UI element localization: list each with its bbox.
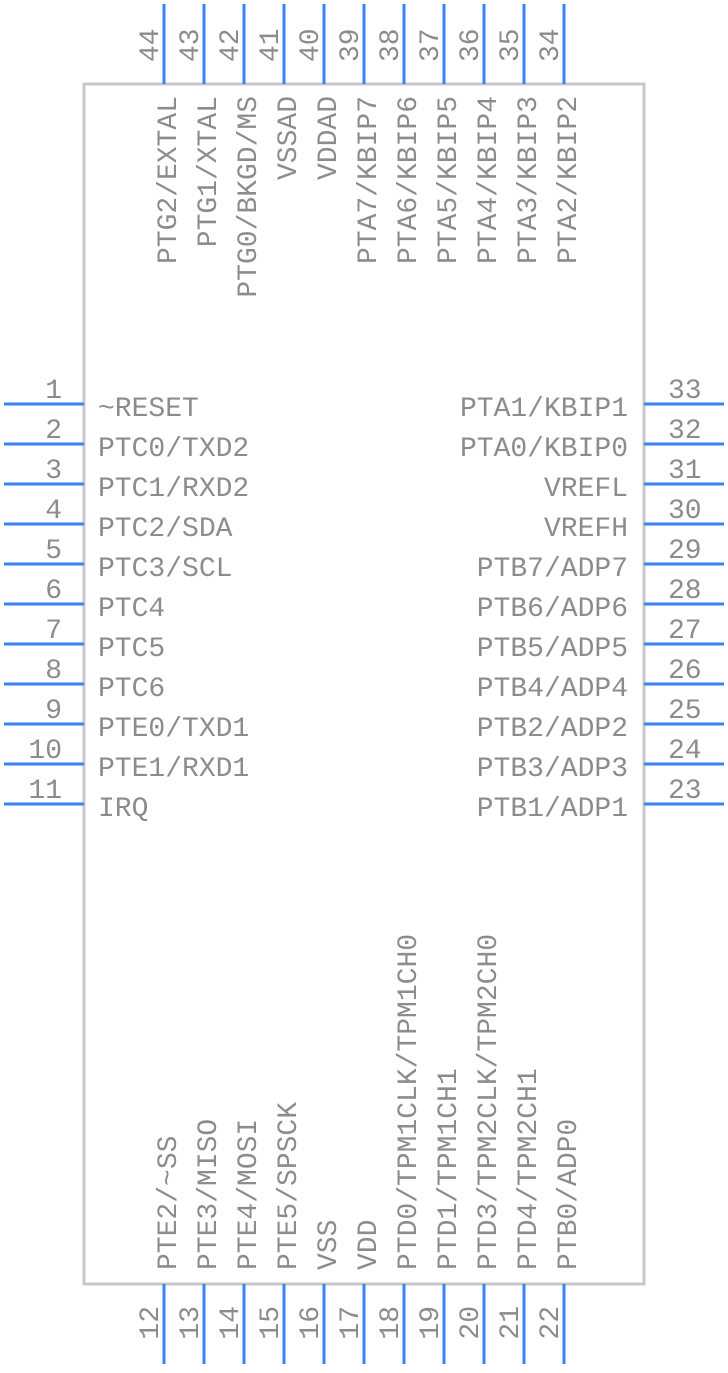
pin-number-6: 6 — [45, 576, 62, 607]
pin-number-10: 10 — [28, 736, 62, 767]
pin-label-19: PTD1/TPM1CH1 — [434, 1068, 465, 1270]
pin-number-29: 29 — [668, 536, 702, 567]
pin-number-37: 37 — [416, 28, 447, 62]
pin-label-25: PTB2/ADP2 — [477, 714, 628, 745]
pin-number-35: 35 — [496, 28, 527, 62]
pin-number-11: 11 — [28, 776, 62, 807]
pin-label-10: PTE1/RXD1 — [98, 754, 249, 785]
pin-label-33: PTA1/KBIP1 — [460, 394, 628, 425]
pin-number-12: 12 — [136, 1306, 167, 1340]
pin-label-40: VDDAD — [314, 96, 345, 180]
pin-number-20: 20 — [456, 1306, 487, 1340]
pin-number-31: 31 — [668, 456, 702, 487]
pin-number-17: 17 — [336, 1306, 367, 1340]
pin-label-1: ~RESET — [98, 394, 199, 425]
pin-number-42: 42 — [216, 28, 247, 62]
pin-number-14: 14 — [216, 1306, 247, 1340]
pin-label-36: PTA4/KBIP4 — [474, 96, 505, 264]
pin-number-4: 4 — [45, 496, 62, 527]
pin-number-34: 34 — [536, 28, 567, 62]
pin-label-21: PTD4/TPM2CH1 — [514, 1068, 545, 1270]
pin-number-23: 23 — [668, 776, 702, 807]
pin-label-24: PTB3/ADP3 — [477, 754, 628, 785]
pin-number-13: 13 — [176, 1306, 207, 1340]
pin-number-19: 19 — [416, 1306, 447, 1340]
pin-label-8: PTC6 — [98, 674, 165, 705]
pin-number-39: 39 — [336, 28, 367, 62]
pin-label-12: PTE2/~SS — [154, 1136, 185, 1270]
pin-label-43: PTG1/XTAL — [194, 96, 225, 247]
pin-label-38: PTA6/KBIP6 — [394, 96, 425, 264]
pin-label-37: PTA5/KBIP5 — [434, 96, 465, 264]
pin-label-15: PTE5/SPSCK — [274, 1102, 305, 1270]
pin-number-27: 27 — [668, 616, 702, 647]
pin-label-44: PTG2/EXTAL — [154, 96, 185, 264]
pin-number-16: 16 — [296, 1306, 327, 1340]
pin-number-7: 7 — [45, 616, 62, 647]
pin-label-34: PTA2/KBIP2 — [554, 96, 585, 264]
pin-number-32: 32 — [668, 416, 702, 447]
pin-number-9: 9 — [45, 696, 62, 727]
pin-label-27: PTB5/ADP5 — [477, 634, 628, 665]
pin-label-7: PTC5 — [98, 634, 165, 665]
pin-number-28: 28 — [668, 576, 702, 607]
pin-label-29: PTB7/ADP7 — [477, 554, 628, 585]
pin-number-41: 41 — [256, 28, 287, 62]
pin-number-38: 38 — [376, 28, 407, 62]
pin-number-30: 30 — [668, 496, 702, 527]
pin-label-31: VREFL — [544, 474, 628, 505]
pin-label-30: VREFH — [544, 514, 628, 545]
pin-number-2: 2 — [45, 416, 62, 447]
pin-number-24: 24 — [668, 736, 702, 767]
pin-label-2: PTC0/TXD2 — [98, 434, 249, 465]
ic-body — [82, 82, 646, 1286]
pin-label-22: PTB0/ADP0 — [554, 1119, 585, 1270]
pin-label-16: VSS — [314, 1220, 345, 1270]
pin-label-39: PTA7/KBIP7 — [354, 96, 385, 264]
pin-number-43: 43 — [176, 28, 207, 62]
pin-label-23: PTB1/ADP1 — [477, 794, 628, 825]
pin-number-33: 33 — [668, 376, 702, 407]
pin-label-6: PTC4 — [98, 594, 165, 625]
pin-number-22: 22 — [536, 1306, 567, 1340]
pin-label-26: PTB4/ADP4 — [477, 674, 628, 705]
pin-number-18: 18 — [376, 1306, 407, 1340]
pin-label-20: PTD3/TPM2CLK/TPM2CH0 — [474, 934, 505, 1270]
pin-number-21: 21 — [496, 1306, 527, 1340]
pin-label-17: VDD — [354, 1220, 385, 1270]
pin-number-25: 25 — [668, 696, 702, 727]
pin-number-36: 36 — [456, 28, 487, 62]
pin-number-1: 1 — [45, 376, 62, 407]
pin-number-3: 3 — [45, 456, 62, 487]
pin-label-3: PTC1/RXD2 — [98, 474, 249, 505]
pin-label-5: PTC3/SCL — [98, 554, 232, 585]
pin-label-14: PTE4/MOSI — [234, 1119, 265, 1270]
pin-number-15: 15 — [256, 1306, 287, 1340]
pin-label-4: PTC2/SDA — [98, 514, 233, 545]
pin-label-32: PTA0/KBIP0 — [460, 434, 628, 465]
pin-label-18: PTD0/TPM1CLK/TPM1CH0 — [394, 934, 425, 1270]
pin-number-8: 8 — [45, 656, 62, 687]
pin-label-35: PTA3/KBIP3 — [514, 96, 545, 264]
pin-label-28: PTB6/ADP6 — [477, 594, 628, 625]
pin-number-44: 44 — [136, 28, 167, 62]
pin-number-40: 40 — [296, 28, 327, 62]
pin-label-42: PTG0/BKGD/MS — [234, 96, 265, 298]
pin-number-5: 5 — [45, 536, 62, 567]
pin-label-13: PTE3/MISO — [194, 1119, 225, 1270]
pin-label-9: PTE0/TXD1 — [98, 714, 249, 745]
pin-number-26: 26 — [668, 656, 702, 687]
pin-label-11: IRQ — [98, 794, 148, 825]
pin-label-41: VSSAD — [274, 96, 305, 180]
